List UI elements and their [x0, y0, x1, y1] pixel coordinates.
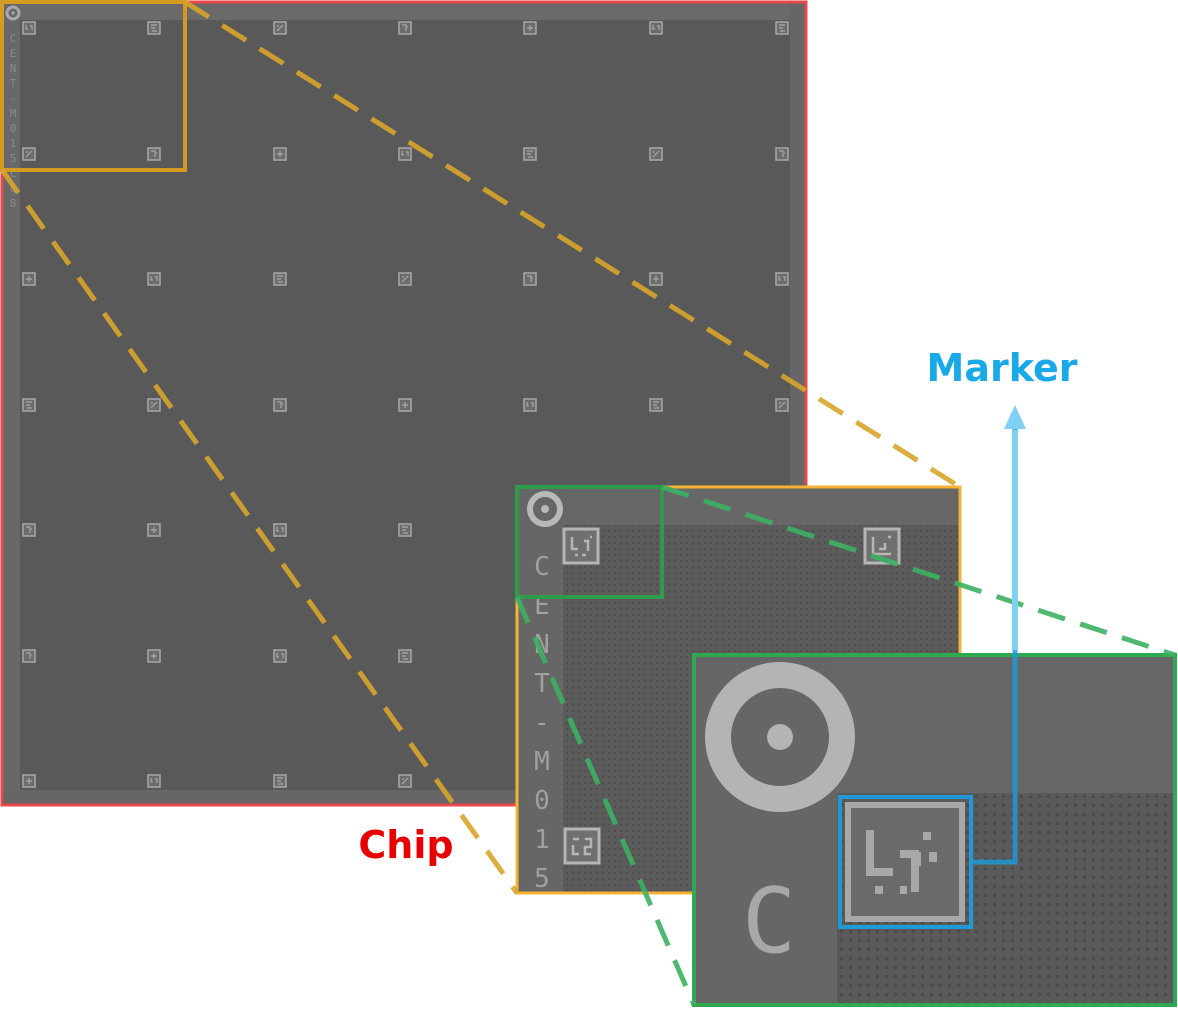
- square-marker-icon: [564, 529, 598, 563]
- chip-marker: [776, 22, 788, 34]
- chip-marker: [148, 650, 160, 662]
- chip-marker: [650, 148, 662, 160]
- chip-marker: [524, 148, 536, 160]
- chip-marker: [23, 273, 35, 285]
- chip-marker: [524, 399, 536, 411]
- chip-marker: [23, 775, 35, 787]
- chip-marker: [148, 22, 160, 34]
- chip-marker: [148, 775, 160, 787]
- chip-marker: [399, 22, 411, 34]
- chip-marker: [274, 524, 286, 536]
- chip-marker: [776, 399, 788, 411]
- chip-marker: [399, 775, 411, 787]
- chip-marker: [148, 148, 160, 160]
- chip-marker: [399, 524, 411, 536]
- chip-marker: [399, 399, 411, 411]
- chip-marker: [274, 22, 286, 34]
- chip-marker: [274, 775, 286, 787]
- chip-marker: [650, 22, 662, 34]
- chip-marker: [23, 650, 35, 662]
- zoom2-engraving: C: [742, 869, 796, 974]
- zoom1-engraving: CENT-M015: [527, 552, 557, 903]
- chip-marker: [148, 273, 160, 285]
- chip-marker: [399, 650, 411, 662]
- chip-marker: [399, 148, 411, 160]
- chip-marker: [23, 148, 35, 160]
- chip-marker: [274, 148, 286, 160]
- chip-marker: [148, 524, 160, 536]
- square-marker-icon: [565, 829, 599, 863]
- chip-marker: [776, 148, 788, 160]
- chip-marker: [148, 399, 160, 411]
- chip-marker: [524, 273, 536, 285]
- chip-marker: [274, 650, 286, 662]
- zoom-level-2: C: [694, 655, 1175, 1005]
- chip-marker: [524, 22, 536, 34]
- chip-marker: [776, 273, 788, 285]
- chip-marker: [274, 273, 286, 285]
- square-marker-icon: [848, 805, 962, 919]
- chip-marker: [23, 524, 35, 536]
- chip-marker: [274, 399, 286, 411]
- chip-marker: [650, 273, 662, 285]
- chip-marker: [23, 22, 35, 34]
- chip-marker: [399, 273, 411, 285]
- marker-label: Marker: [927, 346, 1078, 390]
- chip-marker: [650, 399, 662, 411]
- chip-marker: [23, 399, 35, 411]
- chip-label: Chip: [358, 823, 453, 867]
